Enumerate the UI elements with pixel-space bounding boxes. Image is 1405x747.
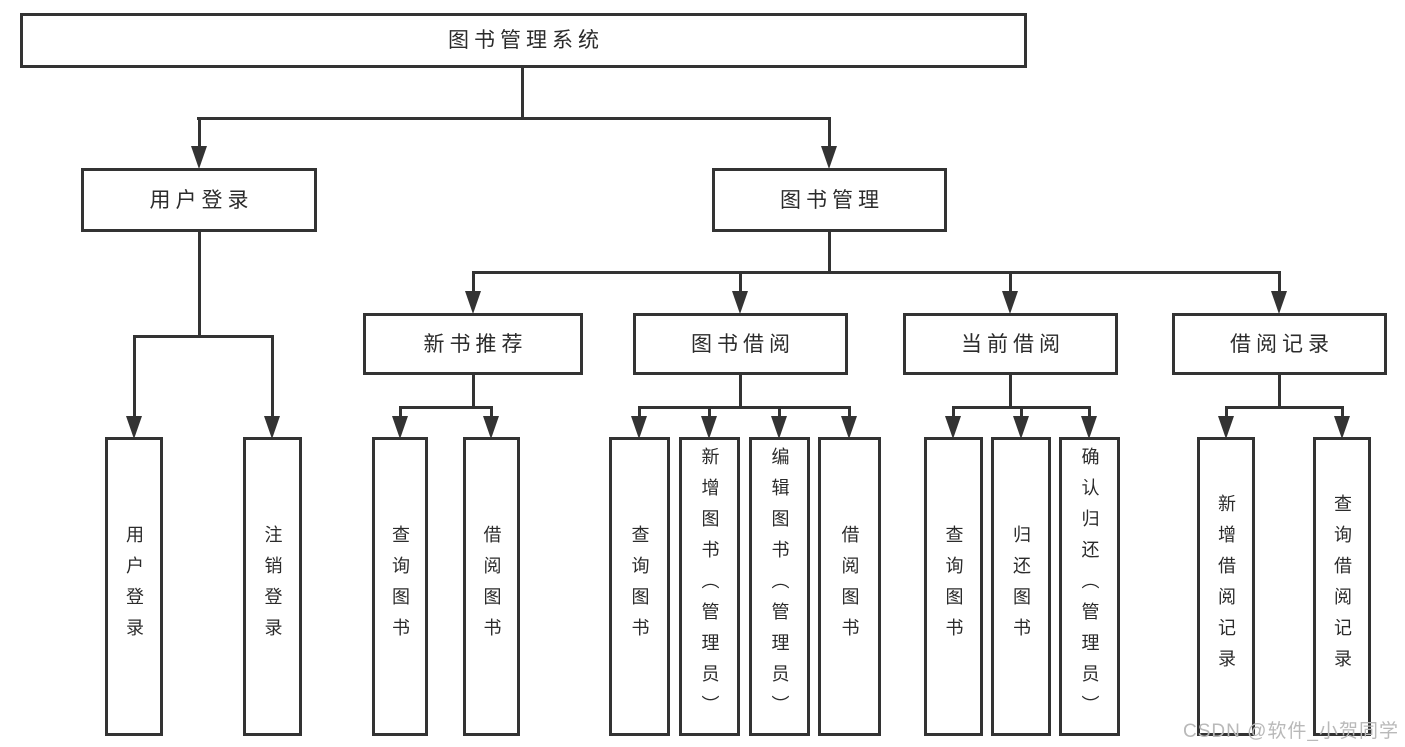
leaf-br-query-record: 查询借阅记录 <box>1313 437 1371 736</box>
arrow-down-icon <box>190 146 207 169</box>
arrow-down-icon <box>1012 416 1029 439</box>
arrow-down-icon <box>701 416 717 439</box>
arrow-down-icon <box>771 416 787 439</box>
connector-shaft <box>1278 272 1281 295</box>
node-book-management: 图书管理 <box>712 168 947 232</box>
leaf-cb-confirm-return-admin: 确认归还（管理员） <box>1059 437 1120 736</box>
arrow-down-icon <box>1271 291 1287 314</box>
leaf-bb-edit-books-admin: 编辑图书（管理员） <box>749 437 810 736</box>
connector-level3-bar <box>471 270 1281 274</box>
arrow-down-icon <box>821 146 837 169</box>
arrow-down-icon <box>464 291 481 314</box>
leaf-bb-query-books: 查询图书 <box>609 437 670 736</box>
connector-br-bar <box>1224 405 1344 409</box>
arrow-down-icon <box>841 416 857 439</box>
connector-shaft <box>1009 272 1012 295</box>
connector-shaft <box>952 407 955 420</box>
leaf-cb-return-books: 归还图书 <box>991 437 1051 736</box>
connector-shaft <box>271 336 274 420</box>
arrow-down-icon <box>732 291 748 314</box>
connector-shaft <box>708 407 711 420</box>
connector-bb-bar <box>638 405 851 409</box>
connector-shaft <box>739 272 742 295</box>
arrow-down-icon <box>1002 291 1018 314</box>
connector-shaft <box>778 407 781 420</box>
connector-shaft <box>197 118 201 150</box>
node-library-system: 图书管理系统 <box>20 13 1027 68</box>
connector-shaft <box>638 407 641 420</box>
connector-userlogin-stem <box>197 232 201 338</box>
connector-shaft <box>1224 407 1228 420</box>
arrow-down-icon <box>125 416 142 439</box>
connector-root-stem <box>520 68 524 119</box>
leaf-bb-borrow-books: 借阅图书 <box>818 437 881 736</box>
connector-br-stem <box>1278 375 1281 408</box>
node-book-borrowing: 图书借阅 <box>633 313 848 375</box>
arrow-down-icon <box>264 416 280 439</box>
connector-bookmgmt-stem <box>828 232 831 273</box>
connector-bb-stem <box>739 375 742 408</box>
leaf-nbr-query-books: 查询图书 <box>372 437 428 736</box>
connector-shaft <box>1088 407 1091 420</box>
connector-shaft <box>828 118 831 150</box>
connector-shaft <box>1340 407 1344 420</box>
node-current-borrowing: 当前借阅 <box>903 313 1118 375</box>
connector-userlogin-bar <box>132 334 274 338</box>
connector-shaft <box>1019 407 1023 420</box>
connector-cb-stem <box>1009 375 1012 408</box>
leaf-nbr-borrow-books: 借阅图书 <box>463 437 520 736</box>
arrow-down-icon <box>1217 416 1234 439</box>
node-borrowing-records: 借阅记录 <box>1172 313 1387 375</box>
leaf-br-add-record: 新增借阅记录 <box>1197 437 1255 736</box>
node-user-login-group: 用户登录 <box>81 168 317 232</box>
leaf-user-login: 用户登录 <box>105 437 163 736</box>
connector-shaft <box>398 407 402 420</box>
leaf-bb-add-books-admin: 新增图书（管理员） <box>679 437 740 736</box>
arrow-down-icon <box>631 416 647 439</box>
leaf-logout: 注销登录 <box>243 437 302 736</box>
connector-shaft <box>848 407 851 420</box>
csdn-watermark: CSDN @软件_小贺同学 <box>1183 721 1399 742</box>
arrow-down-icon <box>391 416 408 439</box>
connector-shaft <box>471 272 475 295</box>
connector-shaft <box>132 336 136 420</box>
arrow-down-icon <box>1333 416 1350 439</box>
arrow-down-icon <box>1081 416 1097 439</box>
connector-nbr-stem <box>471 375 475 408</box>
node-new-book-recommend: 新书推荐 <box>363 313 583 375</box>
connector-shaft <box>490 407 493 420</box>
connector-nbr-bar <box>398 405 493 409</box>
connector-level2-bar <box>196 116 831 120</box>
arrow-down-icon <box>945 416 961 439</box>
leaf-cb-query-books: 查询图书 <box>924 437 983 736</box>
arrow-down-icon <box>483 416 499 439</box>
